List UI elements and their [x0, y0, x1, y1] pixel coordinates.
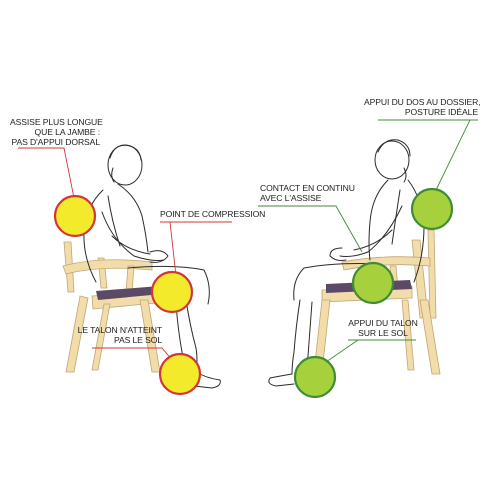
- callout-line-pressure: [160, 221, 232, 277]
- label-line: SUR LE SOL: [358, 328, 408, 338]
- label-line: POINT DE COMPRESSION: [160, 209, 266, 219]
- label-line: APPUI DU TALON: [348, 318, 418, 328]
- label-heel-support: APPUI DU TALON SUR LE SOL: [348, 318, 418, 338]
- label-line: ASSISE PLUS LONGUE: [10, 117, 103, 127]
- indicator-pressure-point: [150, 270, 194, 314]
- left-callout-lines: [18, 147, 232, 361]
- callout-line-heel: [92, 347, 173, 361]
- indicator-back-support: [410, 187, 454, 231]
- label-line: CONTACT EN CONTINU: [260, 183, 355, 193]
- label-back-support: APPUI DU DOS AU DOSSIER, POSTURE IDÉALE: [364, 97, 481, 117]
- label-seat-too-long: ASSISE PLUS LONGUE QUE LA JAMBE : PAS D'…: [10, 117, 103, 147]
- label-line: AVEC L'ASSISE: [260, 193, 322, 203]
- label-continuous-contact: CONTACT EN CONTINU AVEC L'ASSISE: [260, 183, 355, 203]
- label-line: PAS LE SOL: [113, 335, 162, 345]
- label-heel-not-reaching: LE TALON N'ATTEINT PAS LE SOL: [64, 325, 162, 345]
- indicator-heel-not-reaching: [158, 352, 202, 396]
- label-line: PAS D'APPUI DORSAL: [11, 137, 100, 147]
- left-seat-cushion: [96, 286, 162, 300]
- label-pressure-point: POINT DE COMPRESSION: [160, 209, 266, 219]
- right-callout-lines: [258, 119, 478, 363]
- label-line: QUE LA JAMBE :: [34, 127, 101, 137]
- indicator-heel-support: [293, 355, 337, 399]
- callout-line-seat-length: [18, 147, 75, 199]
- label-line: LE TALON N'ATTEINT: [77, 325, 162, 335]
- label-line: POSTURE IDÉALE: [404, 107, 478, 117]
- callout-line-contact: [258, 205, 363, 253]
- left-chair: [62, 241, 168, 373]
- callout-line-heel-support: [325, 339, 416, 363]
- indicator-seat-too-long: [53, 194, 97, 238]
- label-line: APPUI DU DOS AU DOSSIER,: [364, 97, 481, 107]
- indicator-continuous-contact: [351, 261, 395, 305]
- callout-line-back-support: [378, 119, 478, 191]
- right-chair: [313, 229, 441, 375]
